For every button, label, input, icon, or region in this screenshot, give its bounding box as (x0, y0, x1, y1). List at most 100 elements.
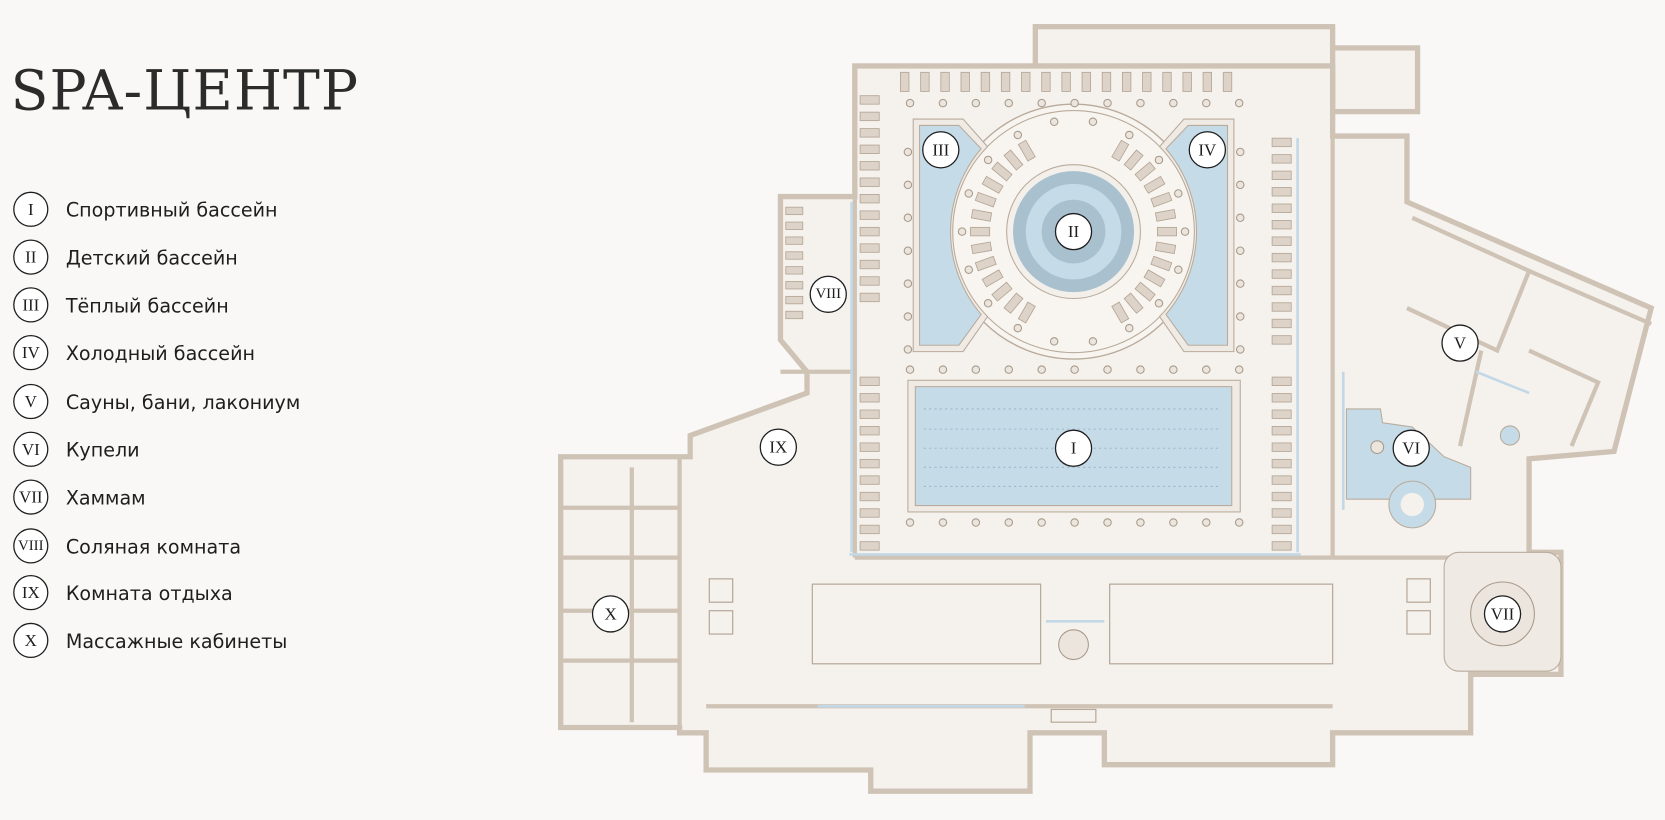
marker-cold-pool[interactable]: IV (1188, 131, 1227, 169)
lounger (1271, 220, 1292, 230)
lounger (859, 111, 880, 122)
column (1202, 98, 1211, 108)
legend-item-7[interactable]: VII Хаммам (13, 479, 146, 515)
marker-rest-room[interactable]: IX (759, 428, 798, 466)
lounger (970, 209, 993, 222)
ring-columns (957, 117, 1190, 346)
marker-numeral: IV (1198, 140, 1217, 159)
marker-plunge-pools[interactable]: VI (1392, 429, 1430, 467)
legend-numeral: II (25, 248, 37, 267)
lounger (991, 281, 1013, 302)
marker-kids-pool[interactable]: II (1054, 212, 1093, 251)
lounger (859, 177, 880, 187)
lounger (1142, 71, 1152, 92)
column (1070, 98, 1079, 108)
marker-circle (13, 575, 49, 611)
column (983, 299, 993, 308)
lounger (785, 295, 804, 305)
lounger (1271, 491, 1292, 502)
column (903, 279, 913, 288)
marker-massage-rooms[interactable]: X (591, 595, 630, 633)
lounger (1271, 252, 1292, 263)
legend-item-8[interactable]: VIII Соляная комната (13, 528, 241, 564)
lounger (1271, 203, 1292, 213)
marker-numeral: III (932, 140, 949, 159)
legend-numeral: VIII (18, 538, 44, 554)
marker-hammam[interactable]: VII (1483, 595, 1522, 633)
lounger (1271, 285, 1292, 296)
warm-pool (919, 124, 982, 346)
legend-label: Холодный бассейн (66, 342, 255, 365)
lounger (1081, 71, 1091, 92)
lounger (1271, 137, 1292, 148)
column (1236, 246, 1245, 255)
column (1136, 518, 1145, 527)
column (1236, 213, 1245, 223)
column (1136, 365, 1145, 374)
column (938, 518, 948, 527)
marker-circle (13, 383, 49, 420)
top-annex (1032, 24, 1336, 72)
marker-sport-pool[interactable]: I (1054, 429, 1093, 467)
lounger (1271, 475, 1292, 485)
column (983, 155, 993, 165)
lounger (1271, 187, 1292, 197)
legend-numeral: VI (22, 440, 40, 459)
column (903, 180, 913, 190)
marker-salt-room[interactable]: VIII (809, 275, 847, 313)
lounger (1271, 269, 1292, 279)
lounger (785, 310, 804, 320)
lounger (991, 161, 1013, 182)
lounger (1157, 226, 1177, 237)
legend-label: Хаммам (66, 487, 146, 510)
lounger (1271, 409, 1292, 419)
column (1136, 98, 1145, 108)
column (1125, 130, 1134, 140)
column (1174, 189, 1183, 198)
page-title: SPA-ЦЕНТР (11, 59, 360, 123)
lounger (974, 255, 997, 272)
lounger (1123, 149, 1144, 171)
column (1202, 365, 1211, 374)
lounger (981, 175, 1004, 194)
marker-numeral: VI (1402, 439, 1420, 458)
lounger (1000, 71, 1011, 92)
legend-label: Соляная комната (66, 535, 241, 558)
column (1236, 147, 1245, 157)
column (1234, 98, 1244, 108)
lounger (785, 236, 804, 245)
lounger (1271, 524, 1292, 535)
lounger (1154, 209, 1177, 222)
column (1004, 98, 1014, 108)
marker-warm-pool[interactable]: III (922, 131, 960, 169)
column (1169, 98, 1178, 108)
column (903, 246, 913, 255)
column (1236, 345, 1245, 354)
lounger (1271, 442, 1292, 452)
lounger (859, 508, 880, 518)
lounger (785, 281, 804, 290)
column (1070, 365, 1079, 374)
lounger (1101, 71, 1112, 92)
lounger (1271, 318, 1292, 329)
lounger (1111, 301, 1130, 324)
column (1180, 227, 1190, 236)
lounger (859, 226, 880, 237)
lounger (1271, 154, 1292, 164)
marker-numeral: IX (769, 438, 787, 457)
lounger (1111, 139, 1130, 162)
lounger (980, 71, 991, 92)
marker-saunas[interactable]: V (1441, 324, 1479, 362)
legend-numeral: VII (19, 488, 43, 507)
legend-label: Спортивный бассейн (66, 199, 278, 222)
